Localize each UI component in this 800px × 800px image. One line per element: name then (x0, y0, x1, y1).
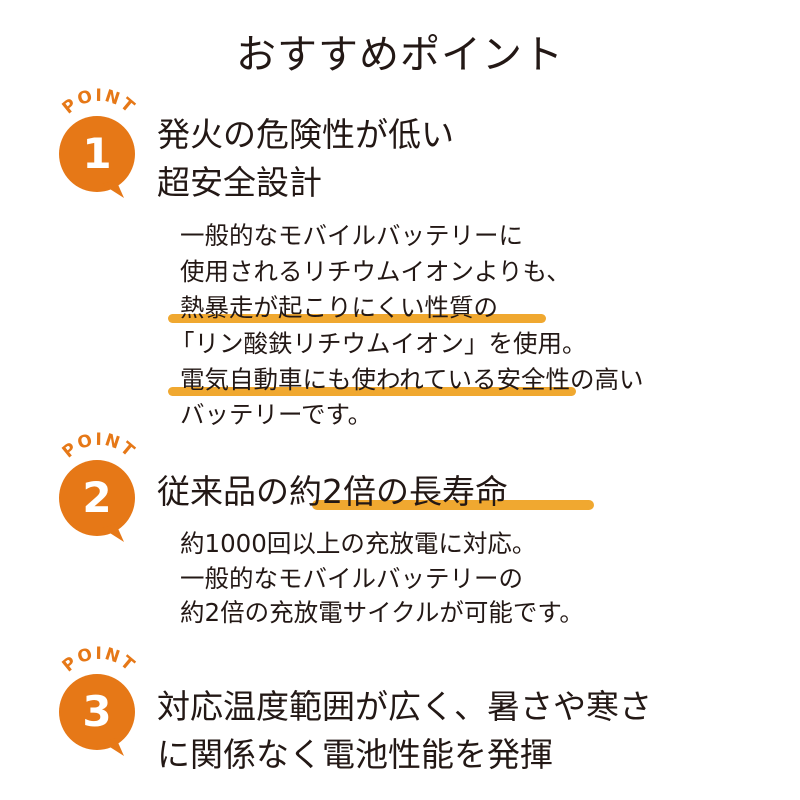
highlight-underline (168, 387, 576, 396)
page-title: おすすめポイント (236, 32, 564, 78)
point-2-badge-icon: POINT 2 (59, 432, 140, 542)
svg-text:POINT: POINT (59, 646, 140, 676)
point-1-text: 「リン酸鉄リチウムイオン」を使用。 (170, 329, 587, 358)
point-2-text: 約2倍の充放電サイクルが可能です。 (180, 598, 584, 627)
point-2-text: 一般的なモバイルバッテリーの (180, 564, 523, 593)
highlight-underline (168, 314, 546, 323)
point-1-text: 一般的なモバイルバッテリーに (180, 221, 523, 250)
point-1-text: 使用されるリチウムイオンよりも、 (180, 257, 571, 286)
svg-text:POINT: POINT (59, 432, 140, 462)
svg-text:POINT: POINT (59, 88, 140, 118)
point-1-text: バッテリーです。 (180, 400, 373, 429)
svg-text:2: 2 (82, 473, 111, 522)
point-2-text: 約1000回以上の充放電に対応。 (180, 529, 537, 558)
point-1-text: 電気自動車にも使われている安全性の高い (180, 365, 644, 394)
point-1-badge-icon: POINT 1 (59, 88, 140, 198)
svg-text:3: 3 (82, 687, 111, 736)
point-1-heading: 発火の危険性が低い (157, 115, 454, 154)
point-3-badge-icon: POINT 3 (59, 646, 140, 756)
point-3-heading: 対応温度範囲が広く、暑さや寒さ (157, 687, 652, 726)
point-2-heading: 従来品の約2倍の長寿命 (157, 472, 508, 511)
point-1-heading: 超安全設計 (157, 163, 322, 202)
highlight-underline (312, 500, 594, 510)
point-1-text: 熱暴走が起こりにくい性質の (180, 293, 499, 322)
point-3-heading: に関係なく電池性能を発揮 (157, 735, 553, 774)
svg-text:1: 1 (82, 129, 111, 178)
